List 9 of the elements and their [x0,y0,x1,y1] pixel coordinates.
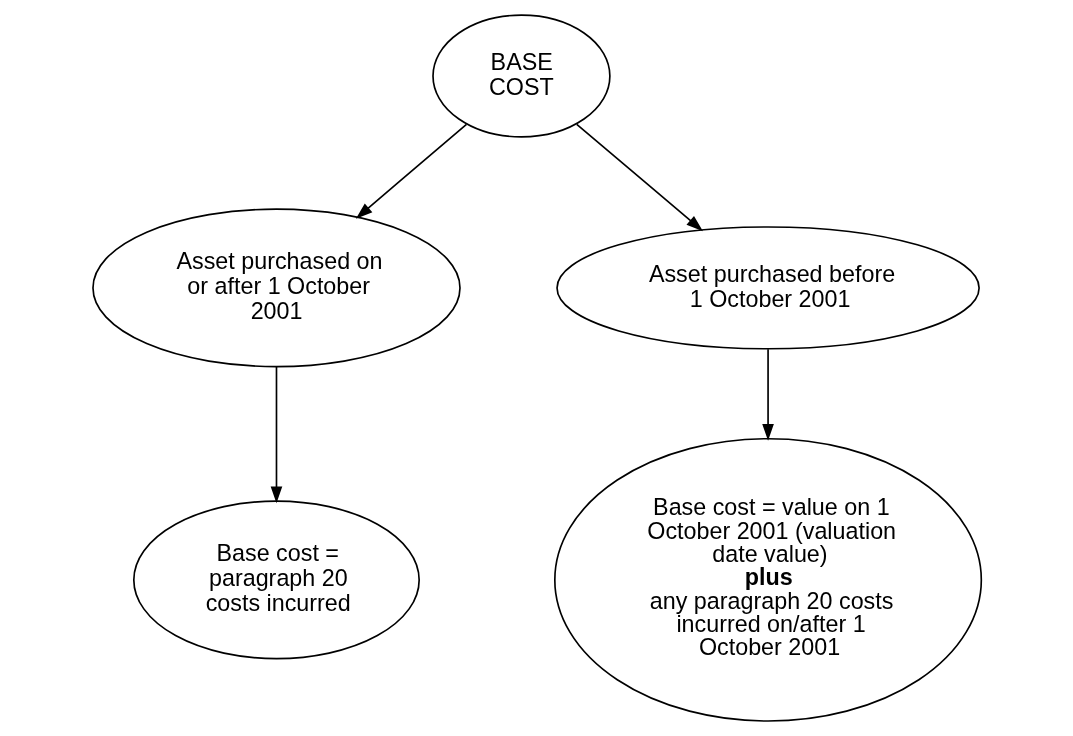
node-ellipse: BASE COST [431,14,611,138]
node-ellipse: Asset purchased before 1 October 2001 [555,226,980,350]
arrow [575,123,703,232]
node-ellipse: Base cost = value on 1 October 2001 (valuation date value) plus any paragraph 20 costs incurred on/after 1 October 2001 [553,437,982,722]
arrow [761,348,774,441]
node-ellipse: Base cost = paragraph 20 costs incurred [132,500,420,660]
node-ellipse: Asset purchased on or after 1 October 2001 [91,208,461,368]
arrow [270,366,282,504]
arrow [355,123,467,219]
